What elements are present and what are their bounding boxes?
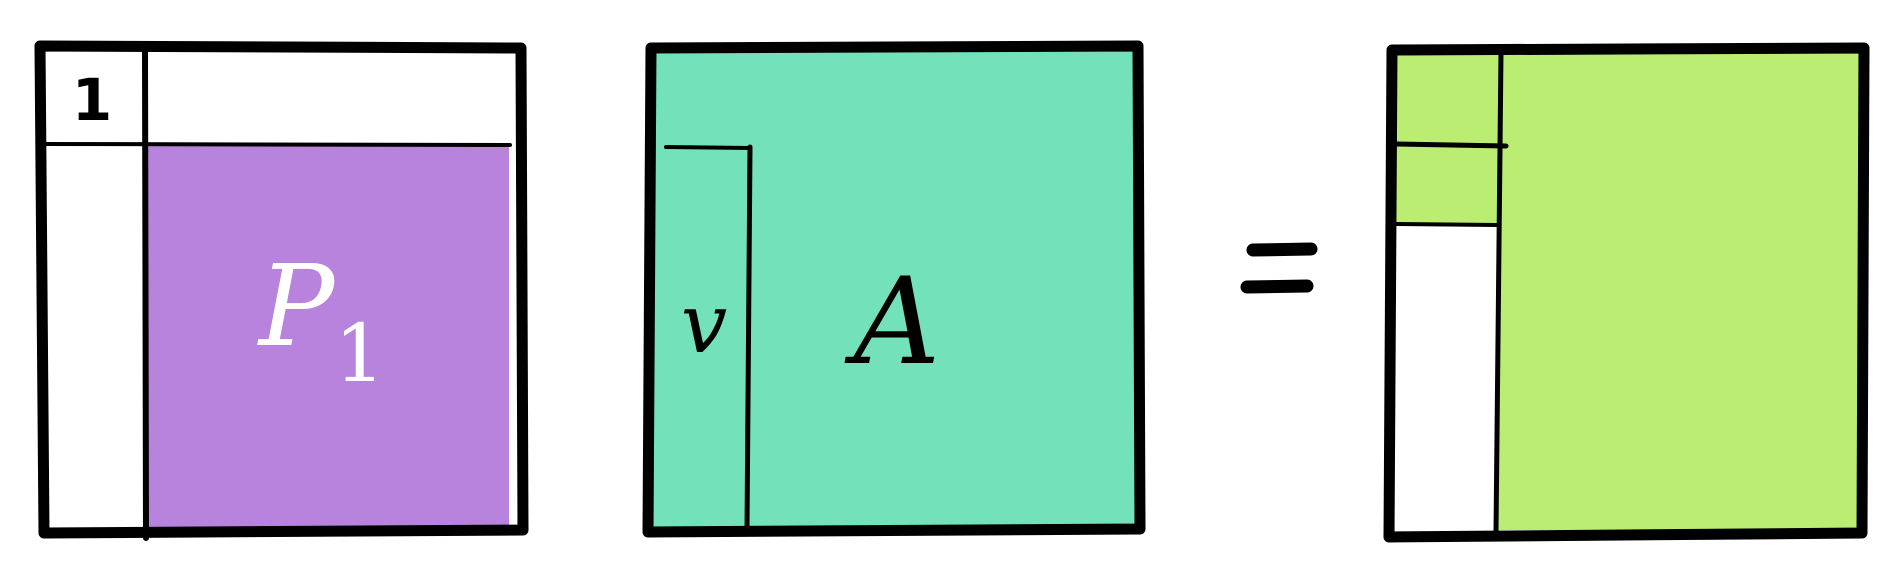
result-matrix-lower-divider [1394, 222, 1499, 227]
left-matrix-corner-entry: 1 [72, 66, 112, 134]
result-matrix-vertical-divider [1493, 49, 1504, 535]
result-matrix [1383, 42, 1870, 543]
left-matrix-outer-border [34, 40, 529, 539]
p-symbol: P [257, 242, 336, 372]
result-matrix-fill-main [1497, 50, 1863, 530]
p-subscript: 1 [334, 307, 385, 400]
middle-matrix-column-top [664, 145, 752, 150]
equals-bottom-bar [1240, 279, 1314, 294]
middle-matrix-column-divider [744, 144, 753, 531]
left-matrix: 1 P1 [34, 40, 529, 541]
left-matrix-horizontal-divider [42, 142, 512, 147]
equals-top-bar [1246, 242, 1318, 257]
middle-matrix-outer-border [642, 40, 1146, 538]
result-matrix-top-divider [1393, 141, 1509, 149]
left-matrix-p1-block [147, 145, 509, 527]
middle-matrix-fill [650, 50, 1138, 528]
matrix-label-a: A [844, 253, 941, 392]
middle-matrix: v A [642, 40, 1146, 538]
left-matrix-p1-label: P1 [257, 242, 385, 400]
left-matrix-vertical-divider [142, 45, 149, 541]
column-label-v: v [681, 277, 727, 372]
result-matrix-outer-border [1383, 42, 1870, 543]
result-matrix-fill-top-left [1396, 52, 1500, 224]
equals-sign: = [1240, 242, 1318, 294]
